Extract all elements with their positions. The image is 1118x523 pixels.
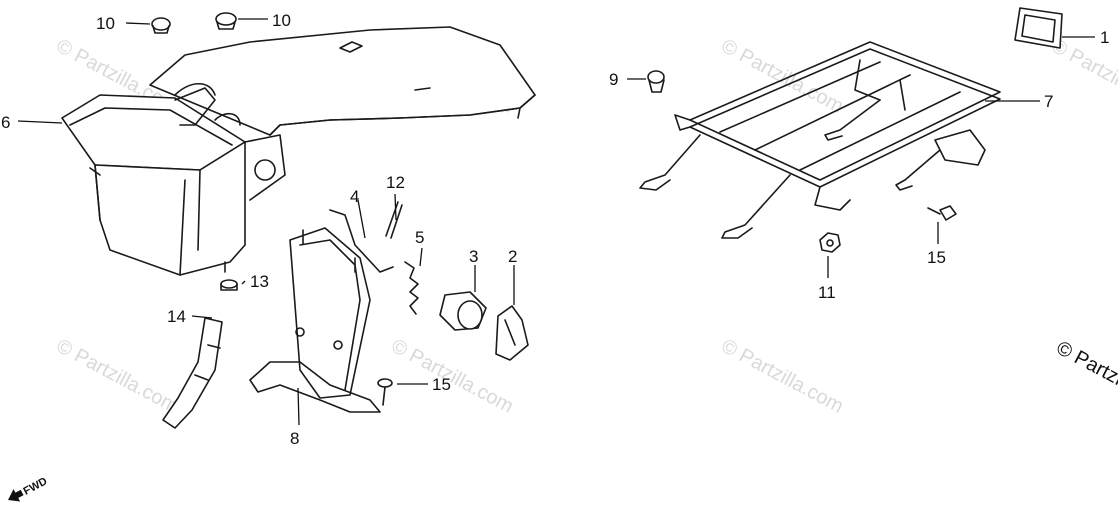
watermark: © Partzilla.com: [718, 335, 847, 418]
fwd-arrow-icon: [8, 489, 24, 502]
callout-15: 15: [927, 248, 946, 267]
watermark: © Partzilla.com: [53, 335, 182, 418]
callout-15: 15: [432, 375, 451, 394]
clip-part: [495, 305, 529, 361]
callouts: 10 10 6 9 1 7 12 4 5 3 2 13 14 8 15 15 1…: [1, 11, 1109, 448]
callout-12: 12: [386, 173, 405, 192]
callout-6: 6: [1, 113, 10, 132]
callout-7: 7: [1044, 92, 1053, 111]
fwd-label: FWD: [22, 475, 50, 497]
leader-lines: [17, 18, 1095, 426]
rear-fender-part: [61, 26, 536, 276]
bracket-part: [249, 227, 381, 413]
nut-part: [819, 232, 841, 253]
bolt-part: [377, 205, 957, 406]
spring-part: [404, 261, 419, 315]
grommet-part: [151, 12, 237, 34]
callout-9: 9: [609, 70, 618, 89]
luggage-rack-part: [639, 41, 1001, 239]
nut-part: [647, 70, 665, 93]
callout-1: 1: [1100, 28, 1109, 47]
callout-14: 14: [167, 307, 186, 326]
knob-part: [439, 291, 487, 331]
callout-3: 3: [469, 247, 478, 266]
callout-5: 5: [415, 228, 424, 247]
callout-10: 10: [272, 11, 291, 30]
callout-13: 13: [250, 272, 269, 291]
reflector-part: [1014, 7, 1063, 49]
callout-4: 4: [350, 187, 359, 206]
callout-8: 8: [290, 429, 299, 448]
fwd-indicator: FWD: [8, 475, 50, 502]
callout-10: 10: [96, 14, 115, 33]
callout-2: 2: [508, 247, 517, 266]
tube-part: [162, 279, 238, 429]
callout-11: 11: [818, 283, 836, 302]
copyright-text: © Partzilla.com: [1053, 337, 1118, 420]
